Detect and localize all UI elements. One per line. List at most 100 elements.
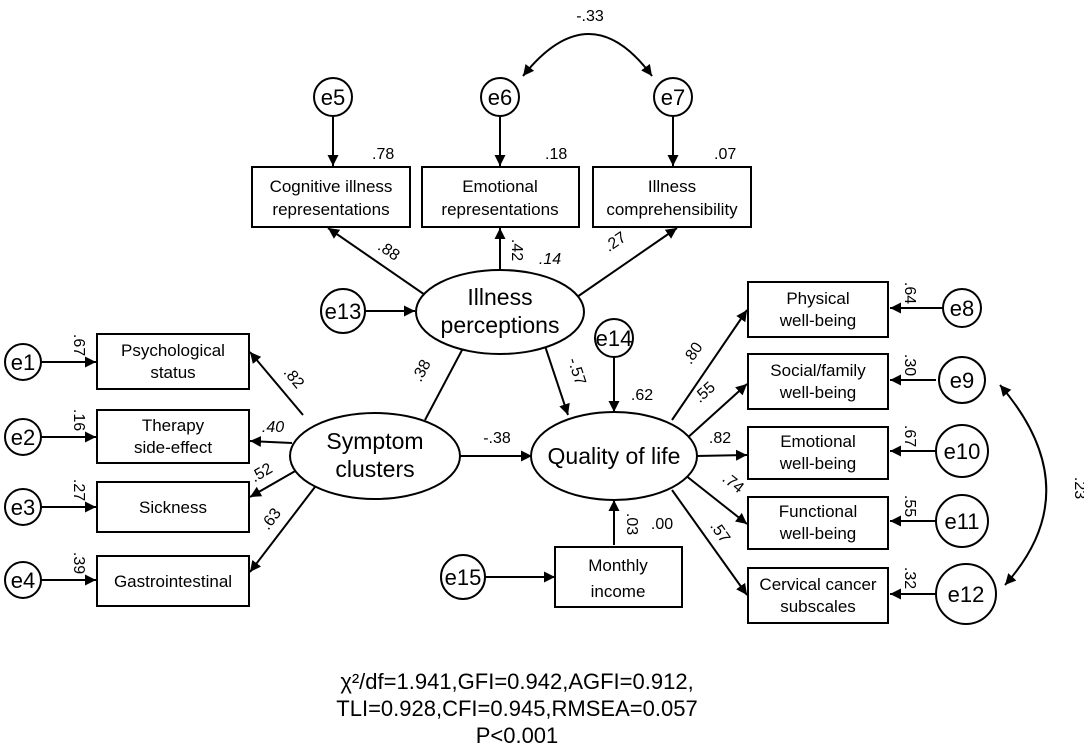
coef-load-functional: .74: [719, 470, 747, 497]
coef-path-symptom-qol: -.38: [483, 430, 511, 447]
error-e9: e9: [938, 356, 986, 404]
error-e10: e10: [935, 424, 989, 478]
coef-r2-emotional: .18: [545, 146, 567, 163]
arrow-illness-qol: [542, 339, 570, 416]
coef-r2-functional: .55: [901, 495, 918, 517]
coef-cov-e6-e7: -.33: [576, 8, 604, 25]
box-comprehensibility: Illness comprehensibility: [592, 166, 752, 228]
error-e8-label: e8: [950, 296, 974, 321]
arrow-qol-social: [684, 383, 748, 441]
coef-load-psychological: .82: [280, 364, 307, 392]
box-social-line1: Social/family: [770, 361, 866, 380]
box-psychological-line1: Psychological: [121, 341, 225, 360]
coef-load-cognitive: .88: [375, 238, 403, 265]
box-social: Social/family well-being: [747, 353, 889, 410]
error-e7-label: e7: [661, 85, 685, 110]
box-gastro: Gastrointestinal: [96, 555, 250, 607]
error-e6: e6: [480, 77, 520, 117]
coef-r2-income: .00: [651, 516, 673, 533]
error-e1: e1: [4, 343, 42, 381]
cov-e9-e12: [999, 384, 1048, 586]
fit-line-3: P<0.001: [476, 723, 559, 748]
box-psychological: Psychological status: [96, 333, 250, 390]
error-e15: e15: [440, 554, 486, 600]
coef-load-gastro: .63: [258, 505, 285, 533]
box-functional-line2: well-being: [779, 524, 857, 543]
oval-quality-of-life: Quality of life: [530, 411, 698, 501]
box-therapy-line1: Therapy: [142, 416, 205, 435]
oval-symptom-line1: Symptom: [326, 428, 423, 454]
oval-qol-label: Quality of life: [548, 443, 681, 469]
coef-r2-social: .30: [901, 354, 918, 376]
box-cervical: Cervical cancer subscales: [747, 567, 889, 624]
error-e3-label: e3: [11, 495, 35, 520]
error-e1-label: e1: [11, 350, 35, 375]
coef-r2-comprehensibility: .07: [714, 146, 736, 163]
arrow-symptom-gastro: [249, 482, 319, 573]
error-e4-label: e4: [11, 568, 35, 593]
coef-path-illness-qol: -.57: [564, 356, 589, 388]
box-income: Monthly income: [554, 546, 683, 608]
box-gastro-label: Gastrointestinal: [114, 572, 232, 591]
box-physical-line2: well-being: [779, 311, 857, 330]
box-sickness-label: Sickness: [139, 498, 207, 517]
error-e4: e4: [4, 561, 42, 599]
error-e11: e11: [935, 494, 989, 548]
box-therapy-line2: side-effect: [134, 438, 212, 457]
error-e14: e14: [594, 318, 634, 358]
oval-symptom-line2: clusters: [335, 456, 414, 482]
coef-r2-physical: .64: [901, 282, 918, 304]
arrow-symptom-sickness: [249, 469, 298, 498]
error-e8: e8: [942, 288, 982, 328]
box-emotional-line2: representations: [441, 200, 558, 219]
box-cervical-line1: Cervical cancer: [759, 575, 876, 594]
fit-indices: χ²/df=1.941,GFI=0.942,AGFI=0.912, TLI=0.…: [336, 669, 697, 748]
fit-line-1: χ²/df=1.941,GFI=0.942,AGFI=0.912,: [340, 669, 693, 694]
box-social-line2: well-being: [779, 383, 857, 402]
oval-symptom-clusters: Symptom clusters: [289, 412, 461, 500]
arrow-illness-comprehensibility: [576, 227, 678, 298]
fit-line-2: TLI=0.928,CFI=0.945,RMSEA=0.057: [336, 696, 697, 721]
error-e3: e3: [4, 488, 42, 526]
coef-load-therapy: .40: [262, 419, 284, 436]
oval-illness-line1: Illness: [467, 284, 532, 310]
box-physical-line1: Physical: [786, 289, 849, 308]
error-e10-label: e10: [944, 439, 981, 464]
arrow-qol-functional: [684, 474, 748, 525]
error-e13: e13: [320, 288, 366, 334]
coef-r2-qol: .62: [631, 387, 653, 404]
coef-cov-e9-e12: .23: [1071, 477, 1084, 499]
arrow-qol-cervical: [671, 489, 748, 596]
coef-path-symptom-illness: .38: [409, 357, 434, 385]
arrow-illness-cognitive: [327, 227, 429, 298]
cov-e6-e7: [522, 33, 653, 77]
box-cognitive: Cognitive illness representations: [251, 166, 411, 228]
box-income-line1: Monthly: [588, 556, 648, 575]
box-comprehensibility-line1: Illness: [648, 177, 696, 196]
box-cognitive-line2: representations: [272, 200, 389, 219]
error-e13-label: e13: [325, 299, 362, 324]
coef-r2-illness: .14: [539, 251, 561, 268]
latent-variables: Illness perceptions Symptom clusters Qua…: [289, 269, 698, 501]
coef-r2-cognitive: .78: [372, 146, 394, 163]
arrow-symptom-therapy: [249, 436, 293, 448]
box-emotional: Emotional representations: [421, 166, 580, 228]
error-terms: e5 e6 e7 e13 e14 e15 e1 e2 e3 e4 e8 e9 e…: [4, 77, 997, 625]
coef-load-emotional: .42: [508, 239, 525, 261]
arrow-qol-physical: [671, 309, 748, 421]
coef-r2-cervical: .32: [901, 567, 918, 589]
box-comprehensibility-line2: comprehensibility: [606, 200, 738, 219]
error-e15-label: e15: [445, 565, 482, 590]
coef-r2-psychological: .67: [70, 334, 87, 356]
arrow-symptom-psychological: [249, 351, 304, 416]
error-e9-label: e9: [950, 368, 974, 393]
box-emotional-wb: Emotional well-being: [747, 426, 889, 480]
coef-path-income-qol: .03: [623, 513, 640, 535]
coef-load-physical: .80: [680, 339, 707, 367]
coef-r2-gastro: .39: [70, 552, 87, 574]
error-e2: e2: [4, 418, 42, 456]
error-e7: e7: [653, 77, 693, 117]
error-e6-label: e6: [488, 85, 512, 110]
coef-load-comprehensibility: .27: [602, 229, 630, 256]
